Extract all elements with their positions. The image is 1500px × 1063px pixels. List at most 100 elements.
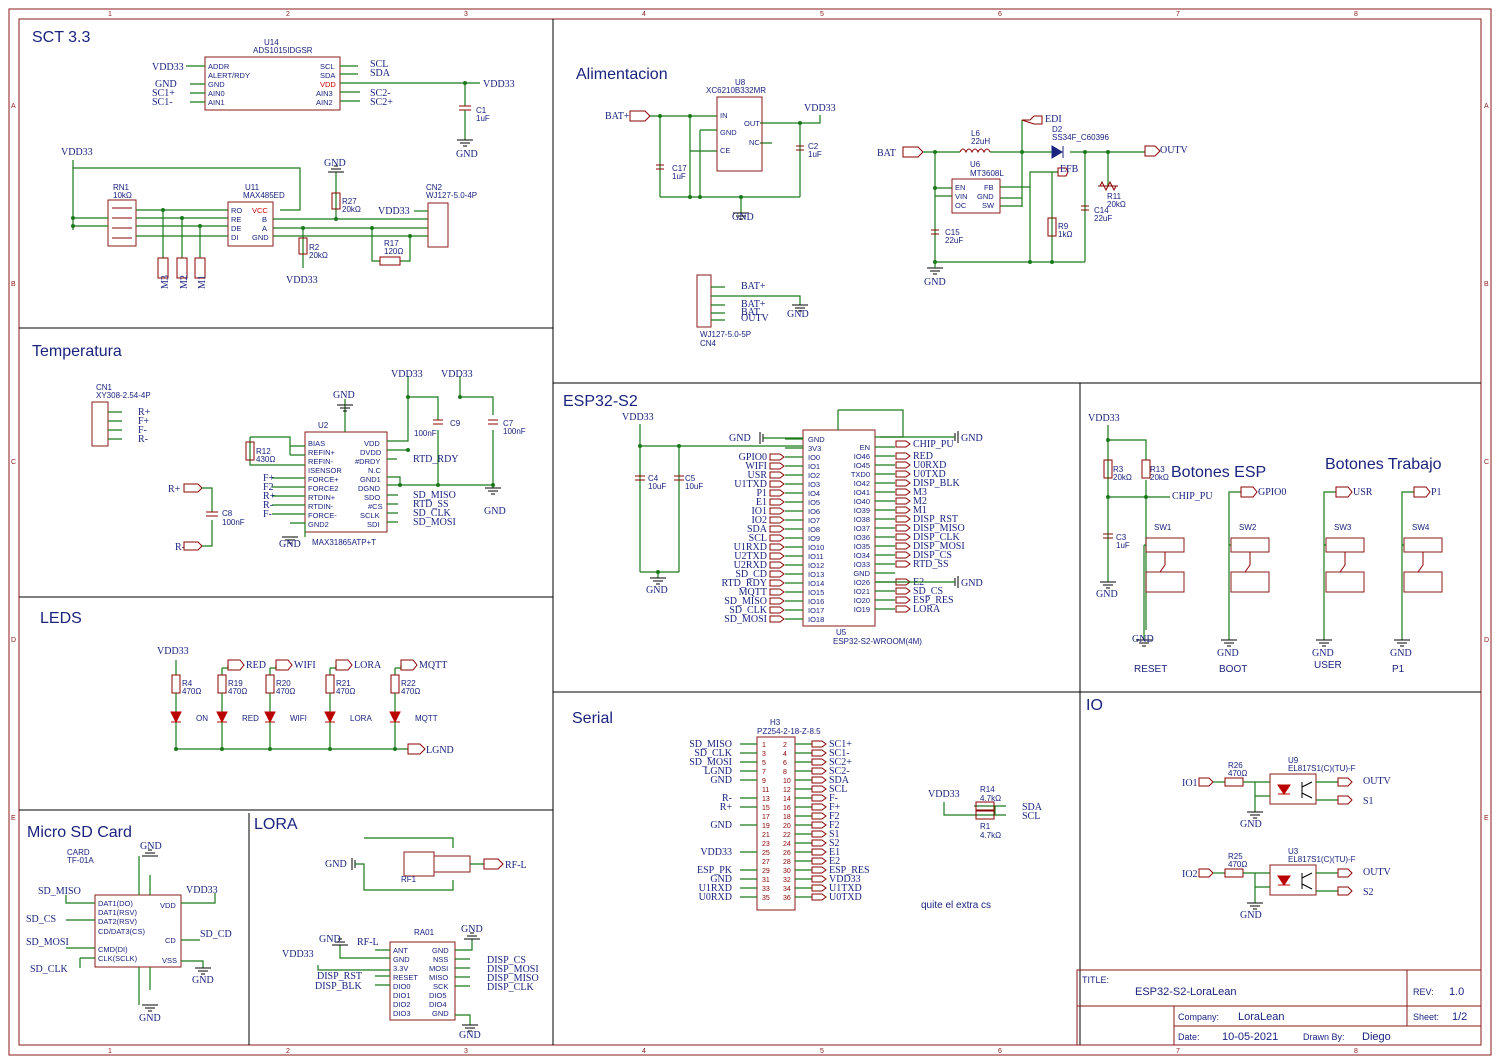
u11-part: MAX485ED (243, 191, 285, 200)
sd-net-clk: SD_CLK (30, 964, 69, 975)
u5-left-net: SDA (747, 524, 768, 535)
u2-r5: DGND (358, 484, 381, 493)
switch-bot-body (1230, 571, 1270, 593)
r9-val: 1kΩ (1058, 230, 1072, 239)
switch-net: P1 (1431, 487, 1442, 498)
io-u-part: EL817S1(C)(TU)-F (1288, 764, 1356, 773)
u2-vdd-b: VDD33 (441, 369, 473, 380)
led-label: LORA (350, 714, 372, 723)
net-port (227, 659, 245, 671)
u2-r9: SDI (367, 520, 380, 529)
r11-val: 20kΩ (1107, 200, 1126, 209)
u2-l7: RTDIN- (308, 502, 334, 511)
u14-pin-r1: SDA (320, 71, 335, 80)
grid-col-3: 3 (464, 11, 468, 18)
u14-pin-r0: SCL (320, 62, 335, 71)
r14-val: 4.7kΩ (980, 794, 1001, 803)
c1-val: 1uF (476, 114, 490, 123)
led-label: WIFI (290, 714, 307, 723)
u2-gnd-top: GND (333, 390, 355, 401)
r2-vdd: VDD33 (286, 275, 318, 286)
u2-l2: REFIN- (308, 457, 334, 466)
ra01-l0: ANT (393, 946, 408, 955)
net-port (811, 803, 827, 811)
tb-date-value: 10-05-2021 (1222, 1031, 1278, 1043)
c8-val: 100nF (222, 518, 245, 527)
u6-l0: EN (955, 183, 965, 192)
r13-val: 20kΩ (1150, 473, 1169, 482)
u5-right-pin: TXD0 (851, 470, 870, 479)
switch-top-body (1325, 537, 1365, 553)
optocoupler-led-icon (1277, 875, 1291, 886)
h3-pin-odd: 31 (762, 877, 770, 884)
switch-gnd: GND (1312, 648, 1334, 659)
led-net-wire (270, 665, 277, 669)
h3-pin-even: 16 (783, 805, 791, 812)
section-title-io: IO (1086, 697, 1103, 714)
net-port (895, 524, 911, 532)
h3-left-net: SD_MISO (689, 739, 732, 750)
h3-right-net: E1 (829, 847, 840, 858)
inner-frame (18, 18, 1482, 1046)
net-port (1413, 486, 1431, 498)
ra01-r5: DIO5 (429, 991, 447, 1000)
net-port (895, 452, 911, 460)
u5-left-pin: IO8 (808, 525, 820, 534)
h3-pin-odd: 21 (762, 832, 770, 839)
led-r-ref: R20 (276, 679, 291, 688)
ra01-l1: GND (393, 955, 410, 964)
ra01-net-mosi: DISP_MOSI (487, 964, 539, 975)
u5-left-net: U2TXD (734, 551, 767, 562)
u14-pin-l0: ADDR (208, 62, 230, 71)
h3-body (756, 736, 796, 911)
esp-gnd-caps: GND (646, 585, 668, 596)
u8-l1: GND (720, 128, 737, 137)
grid-row-c-r: C (1484, 459, 1489, 466)
u5-right-pin: GND (853, 569, 870, 578)
u5-left-net: USR (748, 470, 768, 481)
u2-l4: FORCE+ (308, 475, 339, 484)
led-resistor (171, 674, 181, 694)
grid-col-1: 1 (108, 11, 112, 18)
grid-col-8: 8 (1354, 11, 1358, 18)
u2-gnd-right: GND (484, 506, 506, 517)
u5-right-net: DISP_MISO (913, 523, 965, 534)
u11-body (227, 201, 274, 247)
ra01-l4: DIO0 (393, 982, 411, 991)
net-port (895, 587, 911, 595)
u5-left-net: U2RXD (734, 560, 767, 571)
led-icon (324, 711, 336, 724)
optocoupler-body (1269, 864, 1317, 896)
io-u-part: EL817S1(C)(TU)-F (1288, 855, 1356, 864)
u5-left-net: SD_CLK (729, 605, 768, 616)
u5-part: ESP32-S2-WROOM(4M) (833, 637, 922, 646)
net-port (895, 551, 911, 559)
boost-outv: OUTV (1160, 145, 1189, 156)
u5-left-pin: IO13 (808, 570, 824, 579)
cn2-body (427, 202, 449, 248)
led-r-val: 470Ω (228, 687, 247, 696)
led-r-val: 470Ω (336, 687, 355, 696)
net-port (811, 821, 827, 829)
m3-port (157, 257, 169, 279)
ra01-r4: SCK (433, 982, 448, 991)
r2-ref: R2 (309, 243, 320, 252)
u8-r0: OUT (744, 119, 760, 128)
net-port (769, 597, 785, 605)
u5-left-pin: IO3 (808, 480, 820, 489)
botones-block: VDD33 R3 20kΩ R13 20kΩ CHIP_PU C3 1uF GN… (1088, 413, 1443, 675)
switch-bot-body (1325, 571, 1365, 593)
grid-row-c: C (11, 459, 16, 466)
h3-pin-even: 14 (783, 796, 791, 803)
h3-pin-odd: 5 (762, 760, 766, 767)
u5-right-net: M3 (913, 487, 927, 498)
r12-ref: R12 (256, 447, 271, 456)
r17-val: 120Ω (384, 247, 403, 256)
u5-right-net: DISP_BLK (913, 478, 960, 489)
switch-ref: SW4 (1412, 523, 1430, 532)
u5-left-pin: IO1 (808, 462, 820, 471)
r17-ref: R17 (384, 239, 399, 248)
u8-vdd: VDD33 (804, 103, 836, 114)
io-wire (1254, 873, 1270, 903)
boost-bat: BAT (877, 148, 896, 159)
